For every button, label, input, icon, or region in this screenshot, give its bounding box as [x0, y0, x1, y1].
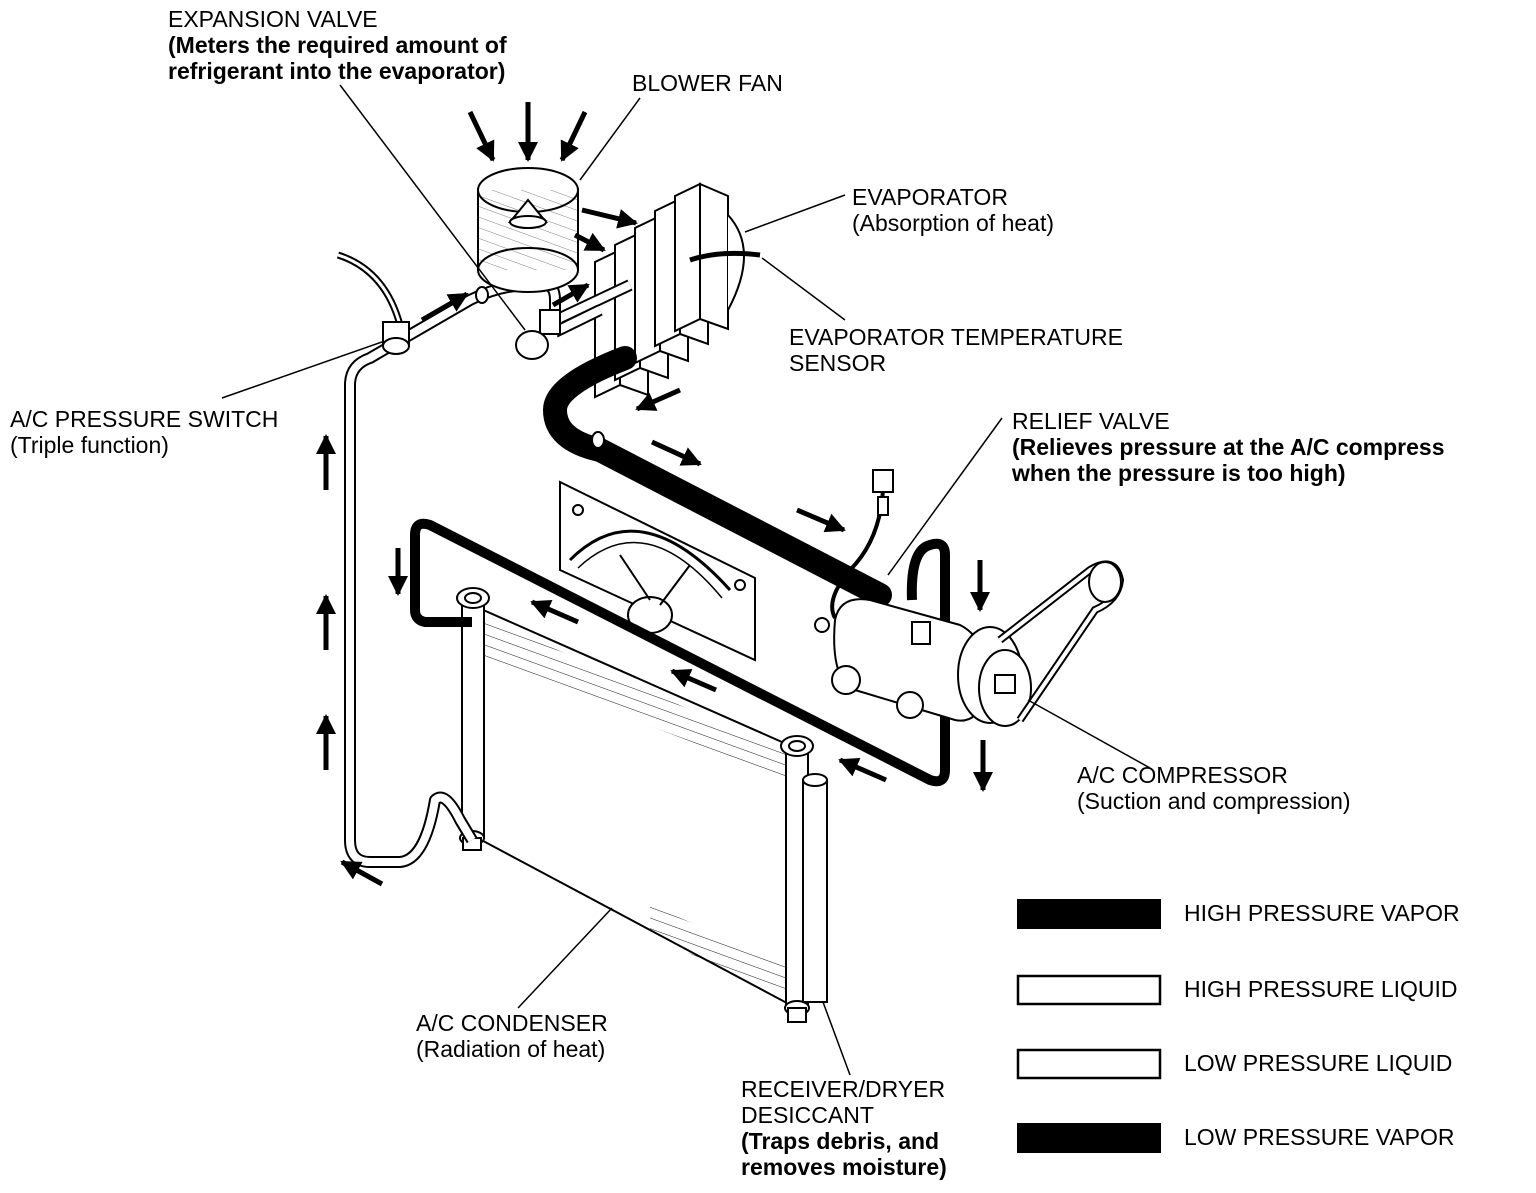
pressure-switch — [336, 251, 410, 355]
label-relief-valve: RELIEF VALVE (Relieves pressure at the A… — [1012, 408, 1445, 486]
label-ac-compressor-title: A/C COMPRESSOR — [1077, 762, 1288, 788]
flow-arrow-outlet — [340, 859, 384, 887]
label-receiver-dryer-desc1: (Traps debris, and — [741, 1128, 940, 1154]
flow-arrow-suction-2 — [796, 507, 846, 533]
label-ac-compressor: A/C COMPRESSOR (Suction and compression) — [1077, 762, 1351, 814]
label-ac-compressor-desc: (Suction and compression) — [1077, 788, 1351, 814]
label-ac-condenser: A/C CONDENSER (Radiation of heat) — [416, 1010, 608, 1062]
label-relief-valve-desc2: when the pressure is too high) — [1012, 460, 1346, 486]
flow-arrow-suction-1 — [650, 439, 702, 467]
leader-lines — [221, 84, 1151, 1076]
flow-arrow-evap-out — [635, 387, 682, 412]
flow-arrow-pipe-2 — [551, 282, 590, 308]
legend-label-low-pressure-vapor: LOW PRESSURE VAPOR — [1184, 1124, 1455, 1150]
label-expansion-valve-desc2: refrigerant into the evaporator) — [168, 58, 506, 84]
blower-fan — [477, 167, 579, 293]
legend-swatch-low-pressure-liquid — [1016, 1048, 1162, 1080]
receiver-dryer — [802, 773, 828, 1003]
legend-label-low-pressure-liquid: LOW PRESSURE LIQUID — [1184, 1050, 1453, 1076]
label-ac-pressure-switch: A/C PRESSURE SWITCH (Triple function) — [10, 406, 278, 458]
label-ac-condenser-title: A/C CONDENSER — [416, 1010, 608, 1036]
label-expansion-valve: EXPANSION VALVE (Meters the required amo… — [168, 6, 507, 84]
flow-arrow-pipe-1 — [420, 291, 469, 323]
condenser — [456, 587, 814, 1023]
flow-arrow-cond-3 — [838, 757, 887, 783]
high-pressure-vapor-line — [410, 518, 950, 787]
label-receiver-dryer-title: RECEIVER/DRYER — [741, 1076, 946, 1102]
label-evaporator-temp-sensor-title: EVAPORATOR TEMPERATURE — [789, 324, 1123, 350]
expansion-valve — [475, 279, 633, 360]
label-ac-condenser-desc: (Radiation of heat) — [416, 1036, 606, 1062]
legend-swatches — [1016, 899, 1162, 1153]
air-arrow-5 — [573, 232, 606, 253]
air-arrow-3 — [559, 110, 588, 162]
label-evaporator-temp-sensor-title2: SENSOR — [789, 350, 887, 376]
legend-label-high-pressure-vapor: HIGH PRESSURE VAPOR — [1184, 900, 1460, 926]
flow-arrow-cond-2 — [670, 668, 717, 693]
legend-swatch-high-pressure-vapor — [1017, 899, 1161, 929]
low-pressure-vapor-line — [542, 346, 892, 607]
legend-swatch-high-pressure-liquid — [1016, 974, 1162, 1006]
label-evaporator-title: EVAPORATOR — [852, 184, 1008, 210]
flow-arrow-cond-1 — [530, 599, 579, 625]
flow-arrows — [316, 102, 993, 887]
air-arrow-4 — [581, 207, 638, 229]
legend-swatch-low-pressure-vapor — [1017, 1123, 1161, 1153]
label-evaporator-temp-sensor: EVAPORATOR TEMPERATURE SENSOR — [789, 324, 1123, 376]
label-receiver-dryer-desc2: removes moisture) — [741, 1154, 947, 1180]
label-receiver-dryer-title2: DESICCANT — [741, 1102, 874, 1128]
air-arrow-1 — [467, 110, 496, 162]
legend-label-high-pressure-liquid: HIGH PRESSURE LIQUID — [1184, 976, 1458, 1002]
label-evaporator: EVAPORATOR (Absorption of heat) — [852, 184, 1054, 236]
label-relief-valve-title: RELIEF VALVE — [1012, 408, 1170, 434]
label-expansion-valve-desc1: (Meters the required amount of — [168, 32, 507, 58]
label-receiver-dryer: RECEIVER/DRYER DESICCANT (Traps debris, … — [741, 1076, 947, 1180]
label-ac-pressure-switch-title: A/C PRESSURE SWITCH — [10, 406, 279, 432]
label-relief-valve-desc1: (Relieves pressure at the A/C compress — [1012, 434, 1445, 460]
label-ac-pressure-switch-desc: (Triple function) — [10, 432, 169, 458]
label-blower-fan-title: BLOWER FAN — [632, 70, 783, 96]
compressor — [814, 469, 1125, 727]
label-expansion-valve-title: EXPANSION VALVE — [168, 6, 378, 32]
label-blower-fan: BLOWER FAN — [632, 70, 783, 96]
label-evaporator-desc: (Absorption of heat) — [852, 210, 1055, 236]
